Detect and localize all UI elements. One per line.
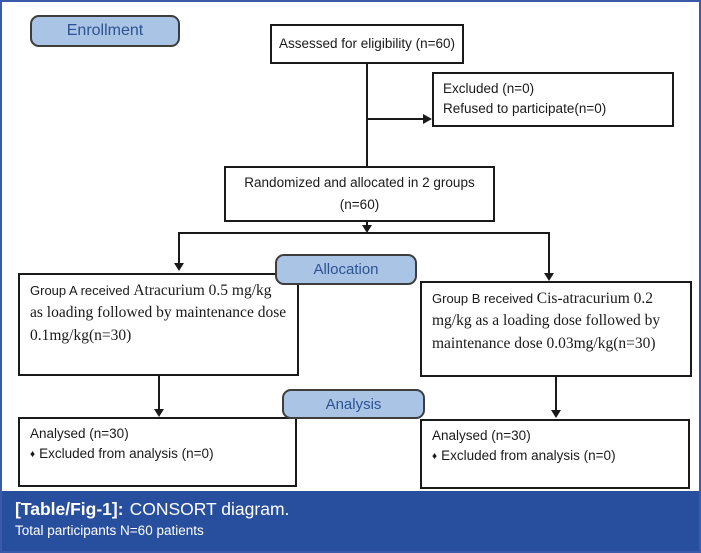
connector-group-b-to-analysed-b	[555, 377, 557, 410]
assessed-eligibility-box: Assessed for eligibility (n=60)	[270, 24, 464, 64]
figure-label: [Table/Fig-1]:	[15, 499, 124, 519]
analysed-a-line2: ♦Excluded from analysis (n=0)	[30, 444, 285, 464]
excluded-box: Excluded (n=0) Refused to participate(n=…	[432, 72, 674, 127]
enrollment-stage-label: Enrollment	[66, 22, 144, 39]
group-a-text: Group A received Atracurium 0.5 mg/kg as…	[30, 280, 287, 347]
group-b-detail: Cis-atracurium 0.2 mg/kg as a loading do…	[432, 290, 661, 352]
diamond-bullet-icon: ♦	[432, 451, 438, 463]
analysed-a-excluded-text: Excluded from analysis (n=0)	[39, 446, 214, 462]
connector-assessed-to-randomized	[366, 64, 368, 167]
group-a-box: Group A received Atracurium 0.5 mg/kg as…	[18, 273, 299, 376]
enrollment-stage-badge: Enrollment	[30, 15, 180, 47]
arrowhead-analysed-a	[154, 409, 164, 417]
connector-group-a-to-analysed-a	[158, 376, 160, 409]
arrowhead-group-b	[544, 273, 554, 281]
arrowhead-excluded	[423, 114, 432, 124]
analysed-a-box: Analysed (n=30) ♦Excluded from analysis …	[18, 417, 297, 487]
group-a-detail: Atracurium 0.5 mg/kg as loading followed…	[30, 282, 287, 344]
connector-to-excluded	[367, 118, 424, 120]
arrowhead-group-a	[174, 263, 184, 271]
connector-branch-to-group-a	[178, 232, 180, 263]
assessed-eligibility-text: Assessed for eligibility (n=60)	[279, 35, 455, 51]
allocation-stage-label: Allocation	[313, 261, 379, 278]
caption-bar: [Table/Fig-1]:CONSORT diagram. Total par…	[2, 491, 699, 551]
group-a-intro: Group A received	[30, 283, 134, 298]
analysed-b-line1: Analysed (n=30)	[432, 428, 531, 443]
connector-randomized-to-branch	[366, 222, 368, 226]
randomized-line1: Randomized and allocated in 2 groups	[244, 174, 475, 190]
analysed-b-line2: ♦Excluded from analysis (n=0)	[432, 446, 678, 466]
analysed-b-box: Analysed (n=30) ♦Excluded from analysis …	[420, 419, 690, 489]
allocation-stage-badge: Allocation	[275, 254, 417, 285]
caption-line1: [Table/Fig-1]:CONSORT diagram.	[15, 499, 686, 520]
excluded-line2: Refused to participate(n=0)	[443, 101, 607, 117]
group-b-box: Group B received Cis-atracurium 0.2 mg/k…	[420, 281, 692, 377]
group-b-intro: Group B received	[432, 291, 537, 306]
arrowhead-analysed-b	[551, 410, 561, 418]
randomized-box: Randomized and allocated in 2 groups (n=…	[224, 166, 495, 222]
diamond-bullet-icon: ♦	[30, 449, 36, 461]
analysed-a-line1: Analysed (n=30)	[30, 426, 129, 441]
connector-branch-to-group-b	[548, 232, 550, 273]
figure-title: CONSORT diagram.	[129, 499, 290, 519]
analysis-stage-label: Analysis	[325, 395, 382, 413]
group-b-text: Group B received Cis-atracurium 0.2 mg/k…	[432, 288, 680, 355]
analysed-b-excluded-text: Excluded from analysis (n=0)	[441, 448, 616, 464]
excluded-line1: Excluded (n=0)	[443, 81, 535, 96]
figure-subtitle: Total participants N=60 patients	[15, 523, 204, 538]
arrowhead-branch	[362, 225, 372, 233]
randomized-line2: (n=60)	[339, 197, 380, 213]
branch-line-allocation	[178, 232, 550, 234]
analysis-stage-badge: Analysis	[282, 389, 425, 419]
